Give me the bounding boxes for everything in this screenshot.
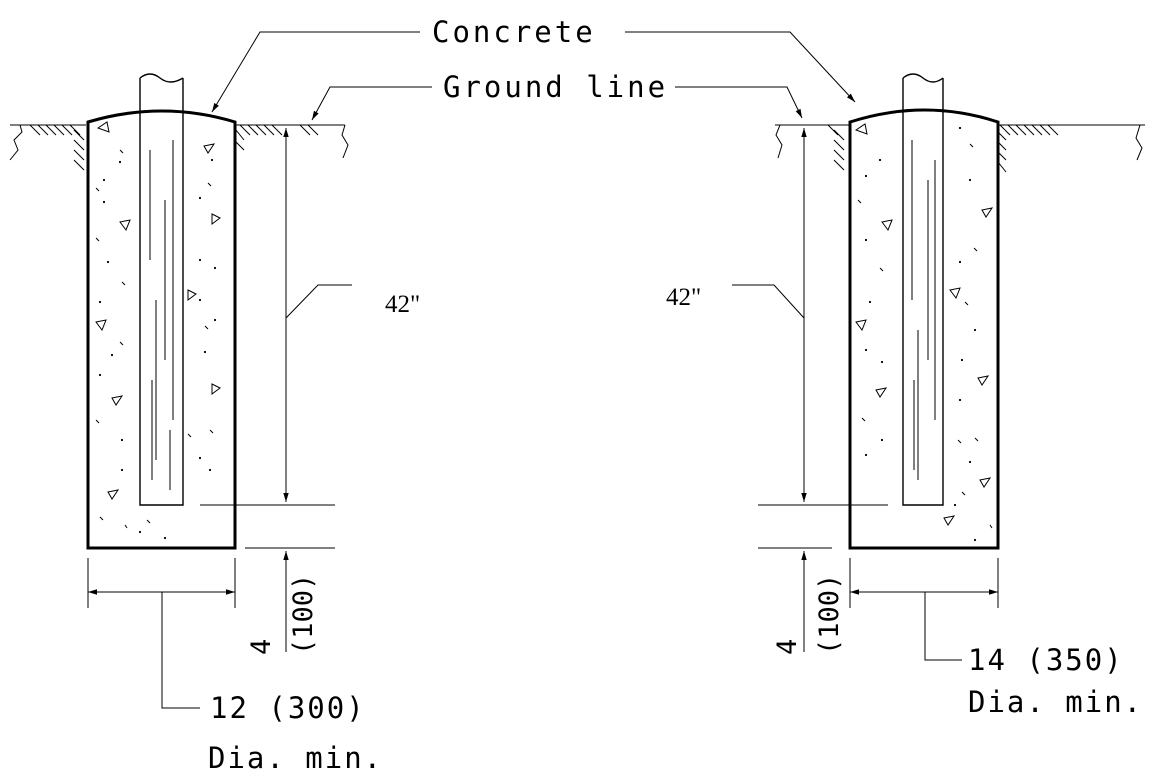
right-aggregate (854, 123, 994, 542)
left-ground-hatch-right (235, 124, 349, 159)
right-depth-dimension (732, 128, 888, 506)
right-diameter-dimension (849, 558, 999, 661)
right-ground-hatch-right (997, 124, 1145, 173)
left-bottom-cover-label: 4 (246, 639, 277, 655)
right-cover-dimension (758, 547, 832, 652)
left-diameter-dimension (87, 558, 236, 709)
right-concrete-footing (848, 108, 1000, 550)
concrete-callout-leaders (211, 31, 856, 113)
left-concrete-footing (86, 109, 237, 550)
left-cover-dimension (245, 547, 335, 652)
ground-line-label: Ground line (443, 70, 668, 104)
left-diameter-label: 12 (300) (210, 691, 366, 725)
right-diameter-note: Dia. min. (968, 685, 1143, 719)
left-aggregate (95, 121, 221, 540)
left-post (139, 73, 184, 506)
left-depth-dimension (200, 128, 352, 506)
right-footing (732, 73, 1145, 661)
right-ground-hatch-left (775, 124, 850, 171)
right-bottom-cover-metric-label: (100) (814, 574, 845, 655)
left-ground-hatch-left (9, 124, 86, 171)
left-diameter-note: Dia. min. (208, 741, 383, 775)
left-footing (9, 73, 352, 709)
right-bottom-cover-label: 4 (772, 639, 803, 655)
right-diameter-label: 14 (350) (968, 643, 1124, 677)
right-post (902, 73, 944, 506)
left-embed-depth-label: 42" (385, 291, 420, 318)
ground-line-callout-leaders (311, 86, 803, 121)
right-embed-depth-label: 42" (666, 284, 701, 311)
concrete-label: Concrete (432, 15, 596, 49)
left-bottom-cover-metric-label: (100) (288, 574, 319, 655)
